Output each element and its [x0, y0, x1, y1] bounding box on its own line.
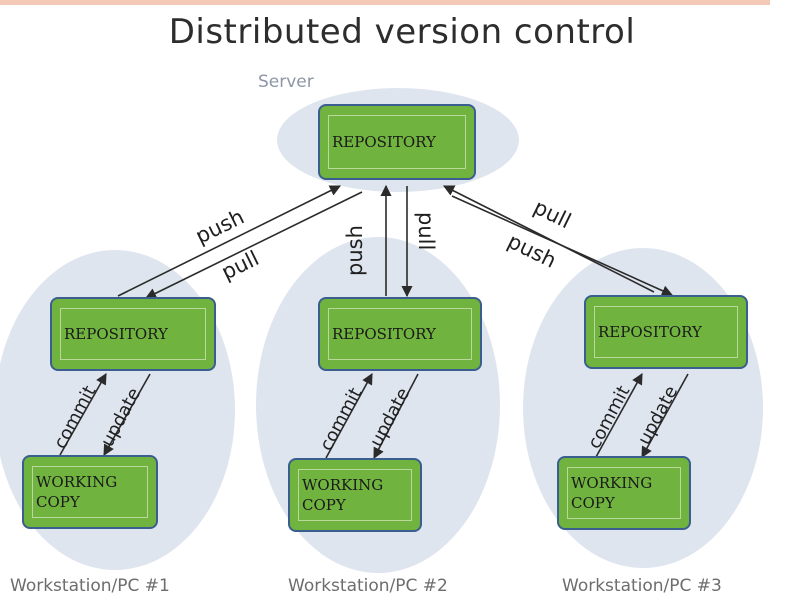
server-repository-box: REPOSITORY — [318, 104, 476, 180]
commit-arrow-ws2 — [325, 373, 373, 459]
workstation-1-label: Workstation/PC #1 — [10, 576, 170, 596]
ws2-working-copy-label: WORKING COPY — [302, 475, 384, 514]
ws3-working-copy-box: WORKING COPY — [557, 456, 691, 530]
ws1-working-copy-label: WORKING COPY — [36, 472, 118, 511]
ws2-repository-label: REPOSITORY — [332, 324, 436, 343]
ws1-working-copy-box: WORKING COPY — [22, 455, 158, 529]
server-label: Server — [258, 72, 314, 92]
push-label-ws2: push — [343, 225, 367, 276]
update-arrow-ws2 — [373, 373, 419, 459]
update-arrow-ws3 — [641, 373, 689, 458]
diagram-title: Distributed version control — [168, 12, 636, 52]
ws1-repository-label: REPOSITORY — [64, 324, 168, 343]
ws3-working-copy-label: WORKING COPY — [571, 473, 653, 512]
pull-arrow-ws1 — [144, 191, 363, 299]
ws3-repository-label: REPOSITORY — [598, 322, 702, 341]
commit-arrow-ws1 — [59, 373, 107, 456]
ws3-repository-box: REPOSITORY — [584, 295, 748, 369]
workstation-3-label: Workstation/PC #3 — [562, 576, 722, 596]
push-arrow-ws1 — [117, 185, 342, 297]
ws2-working-copy-box: WORKING COPY — [288, 458, 422, 532]
push-arrow-ws3 — [451, 195, 674, 296]
commit-arrow-ws3 — [595, 373, 643, 458]
pull-label-ws1: pull — [218, 246, 263, 284]
push-label-ws3: push — [504, 229, 560, 273]
pull-label-ws2: pull — [414, 212, 438, 250]
workstation-2-label: Workstation/PC #2 — [288, 576, 448, 596]
pull-label-ws3: pull — [530, 195, 575, 233]
update-arrow-ws1 — [103, 373, 151, 456]
ws2-repository-box: REPOSITORY — [318, 297, 482, 371]
top-rule — [0, 0, 770, 5]
server-repository-label: REPOSITORY — [332, 132, 436, 151]
push-label-ws1: push — [192, 205, 248, 249]
ws1-repository-box: REPOSITORY — [50, 297, 216, 371]
